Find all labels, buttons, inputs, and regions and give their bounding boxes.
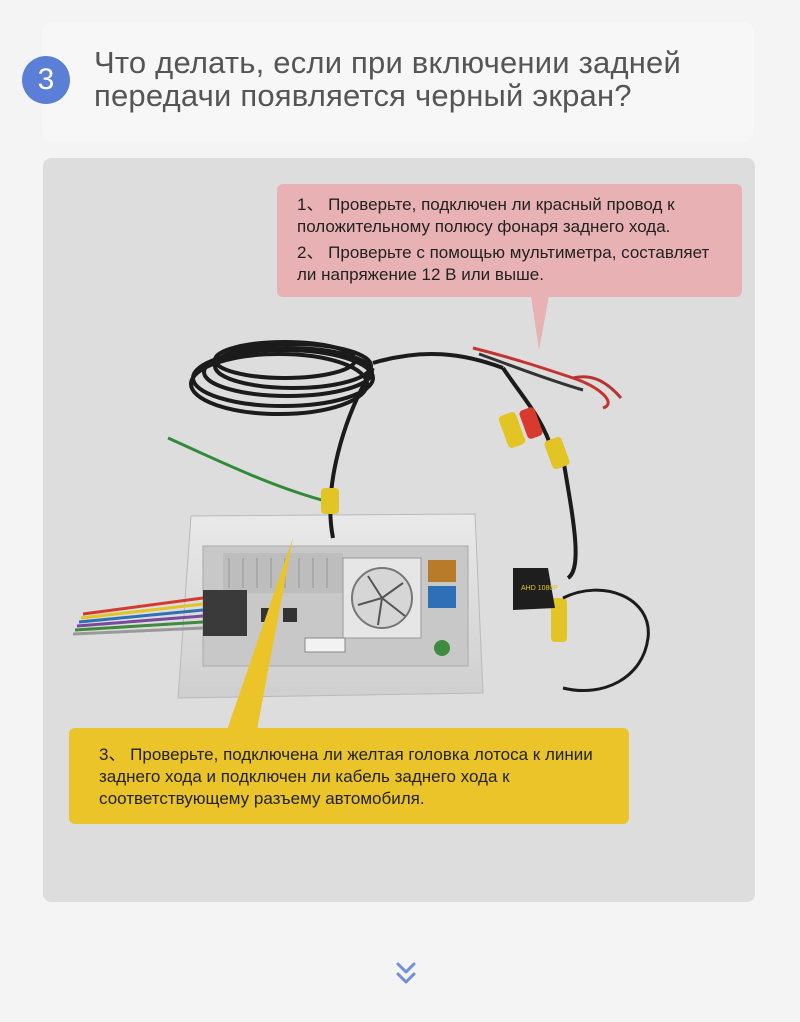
camera-label: AHD 1080P [521, 585, 558, 592]
yellow-callout-pointer [227, 538, 293, 730]
wiring-illustration: AHD 1080P [72, 296, 650, 730]
red-power-wire [472, 346, 623, 410]
callout-item-3: 3、 Проверьте, подключена ли желтая голов… [99, 745, 593, 808]
step-number-badge: 3 [22, 56, 70, 104]
step-title: Что делать, если при включении задней пе… [94, 45, 682, 113]
callout-item-2: 2、 Проверьте с помощью мультиметра, сост… [297, 243, 710, 284]
wire-harness [72, 590, 247, 636]
red-callout-pointer [531, 296, 549, 350]
reverse-camera: AHD 1080P [513, 568, 650, 693]
yellow-rca-connectors [321, 407, 570, 642]
step-header-card: 3 Что делать, если при включении задней … [22, 22, 754, 142]
wiring-photo-panel: AHD 1080P 1、 Проверьте, подключен ли кра… [43, 158, 755, 902]
yellow-rca-callout: 3、 Проверьте, подключена ли желтая голов… [69, 728, 629, 824]
red-wire-callout: 1、 Проверьте, подключен ли красный прово… [277, 184, 742, 297]
green-wire [167, 436, 334, 505]
double-chevron-down-icon[interactable] [394, 960, 418, 990]
cable-coil [189, 340, 578, 580]
callout-item-1: 1、 Проверьте, подключен ли красный прово… [297, 195, 675, 236]
